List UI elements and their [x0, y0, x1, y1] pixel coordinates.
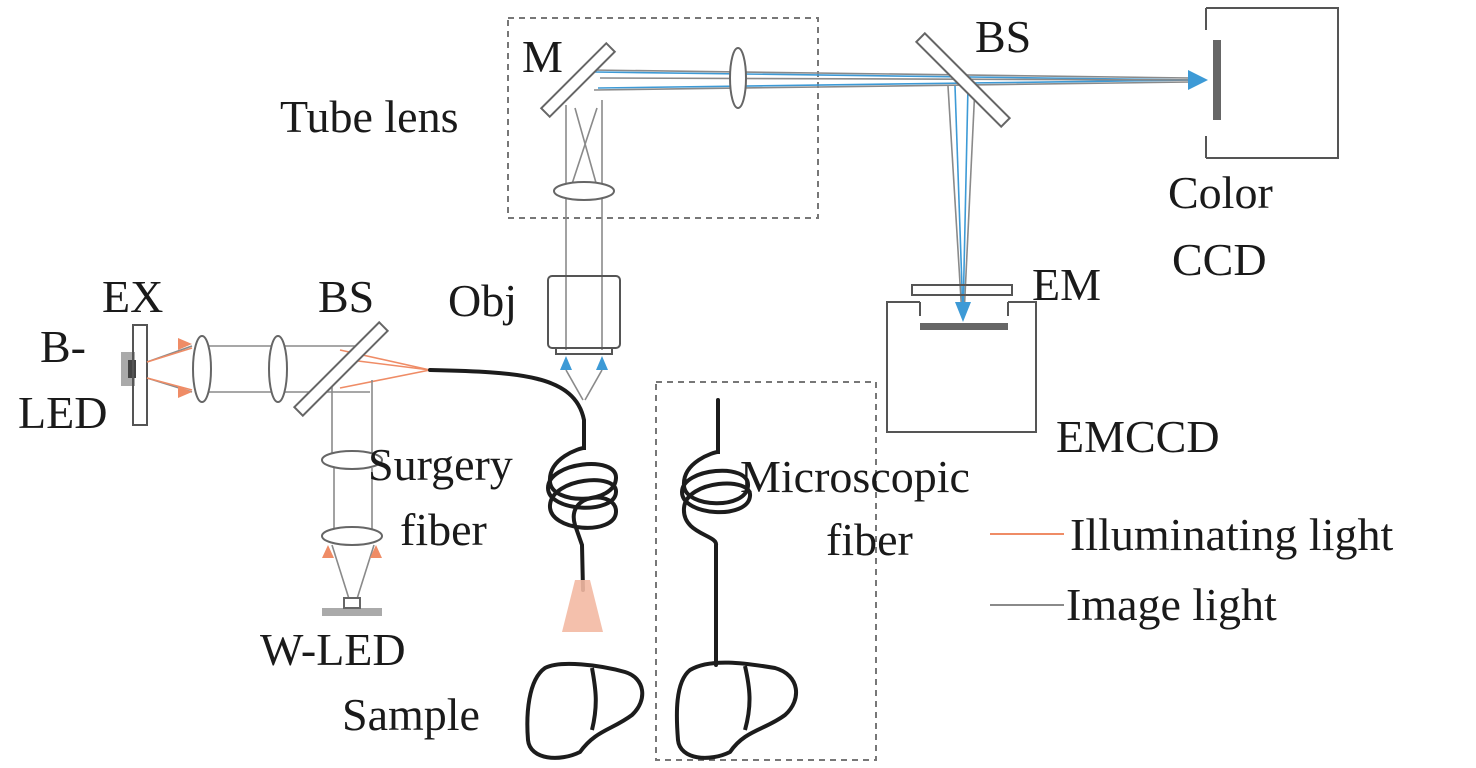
- label-b-led-2: LED: [18, 387, 107, 438]
- microscopic-fiber: [679, 398, 752, 667]
- label-mirror: M: [522, 31, 563, 82]
- beamsplitter-left: [292, 320, 390, 418]
- lens-4: [321, 526, 383, 546]
- label-ex: EX: [102, 271, 163, 322]
- legend-label-image: Image light: [1066, 579, 1277, 630]
- beamsplitter-top: [914, 31, 1012, 129]
- label-emccd: EMCCD: [1056, 411, 1220, 462]
- w-led: [322, 608, 382, 616]
- legend: Illuminating light Image light: [990, 509, 1393, 630]
- emccd-arrow: [955, 302, 971, 322]
- objective: [547, 275, 621, 349]
- label-bs-top: BS: [975, 11, 1031, 62]
- color-ccd-sensor: [1213, 40, 1221, 120]
- label-microscopic-fiber-2: fiber: [826, 514, 913, 565]
- label-tube-lens: Tube lens: [280, 91, 459, 142]
- objective-relay-lens: [553, 181, 615, 201]
- label-microscopic-fiber-1: Microscopic: [740, 451, 970, 502]
- ex-filter: [132, 324, 148, 426]
- legend-label-illuminating: Illuminating light: [1070, 509, 1393, 560]
- label-color-ccd-1: Color: [1168, 167, 1273, 218]
- top-beam-path: [589, 69, 1196, 91]
- emccd-sensor: [920, 323, 1008, 330]
- color-ccd-housing: [1206, 7, 1339, 159]
- microscopic-fiber-box: [655, 381, 877, 761]
- tube-lens-box: [507, 17, 819, 219]
- label-surgery-fiber-2: fiber: [400, 504, 487, 555]
- label-surgery-fiber-1: Surgery: [368, 439, 513, 490]
- label-obj: Obj: [448, 275, 517, 326]
- emccd-housing: [886, 301, 1037, 433]
- mirror-m: [539, 41, 617, 119]
- lens-2: [268, 335, 288, 403]
- color-ccd-arrow: [1188, 70, 1208, 90]
- sample-left: [525, 661, 645, 760]
- label-b-led-1: B-: [40, 321, 86, 372]
- label-bs-left: BS: [318, 271, 374, 322]
- label-em: EM: [1032, 259, 1101, 310]
- vertical-beam-obj: [565, 100, 603, 350]
- label-color-ccd-2: CCD: [1172, 234, 1267, 285]
- vertical-beam-emccd: [947, 85, 976, 317]
- surgery-fiber-tip-glow: [562, 580, 603, 632]
- em-filter: [911, 284, 1013, 296]
- label-sample: Sample: [342, 689, 480, 740]
- illumination-beam: [146, 345, 431, 603]
- surgery-fiber: [428, 368, 619, 592]
- label-w-led: W-LED: [260, 624, 406, 675]
- tube-lens: [729, 47, 747, 109]
- sample-right: [674, 660, 799, 760]
- lens-1: [192, 335, 212, 403]
- lens-3: [321, 450, 383, 470]
